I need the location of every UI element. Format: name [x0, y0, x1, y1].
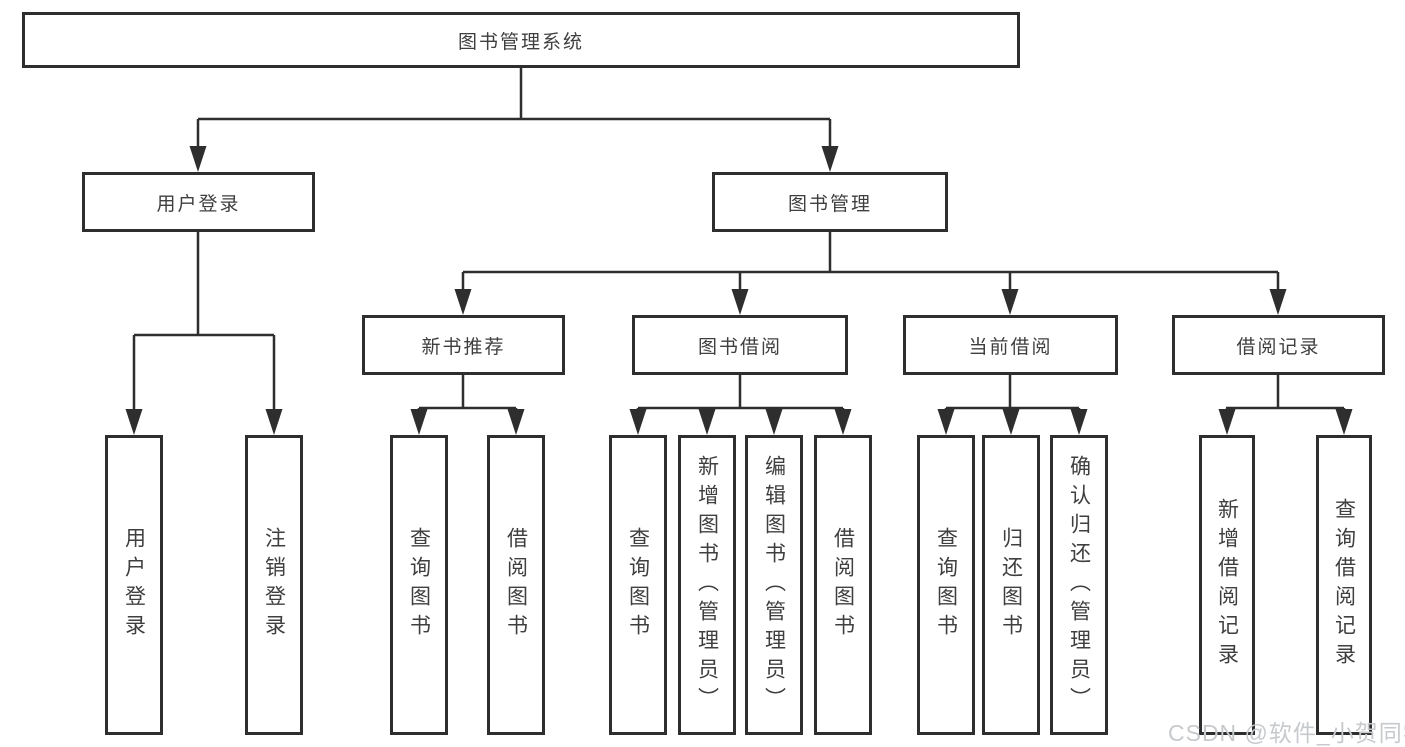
- leaf-edit-book-admin: 编辑图书（管理员）: [745, 435, 803, 735]
- csdn-watermark: CSDN @软件_小贺同学: [1168, 720, 1405, 746]
- leaf-logout: 注销登录: [245, 435, 303, 735]
- leaf-confirm-return-admin: 确认归还（管理员）: [1050, 435, 1108, 735]
- leaf-user-login: 用户登录: [105, 435, 163, 735]
- leaf-add-book-admin: 新增图书（管理员）: [678, 435, 736, 735]
- node-user-login: 用户登录: [82, 172, 315, 232]
- node-book-borrow: 图书借阅: [632, 315, 848, 375]
- leaf-query-books-borrow: 查询图书: [609, 435, 667, 735]
- node-book-management: 图书管理: [712, 172, 948, 232]
- leaf-add-borrow-record: 新增借阅记录: [1199, 435, 1255, 735]
- node-borrow-record: 借阅记录: [1172, 315, 1385, 375]
- leaf-return-books: 归还图书: [982, 435, 1040, 735]
- node-new-book-recommend: 新书推荐: [362, 315, 565, 375]
- leaf-query-books-recommend: 查询图书: [390, 435, 448, 735]
- leaf-borrow-books-recommend: 借阅图书: [487, 435, 545, 735]
- leaf-query-borrow-record: 查询借阅记录: [1316, 435, 1372, 735]
- leaf-query-books-current: 查询图书: [917, 435, 975, 735]
- node-current-borrow: 当前借阅: [903, 315, 1118, 375]
- leaf-borrow-books: 借阅图书: [814, 435, 872, 735]
- arrowheads: [125, 146, 1353, 435]
- node-library-management-system: 图书管理系统: [22, 12, 1020, 68]
